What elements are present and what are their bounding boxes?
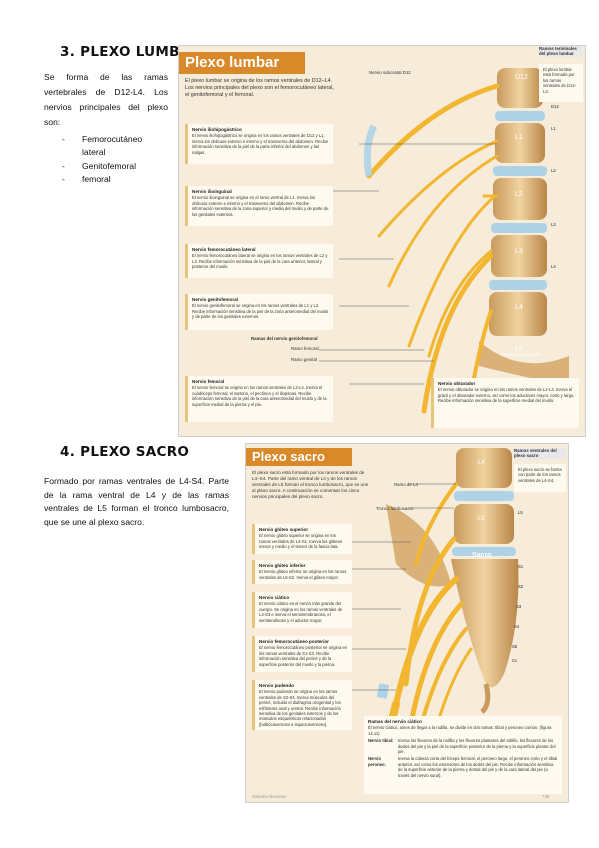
sacral-plexus-figure: Plexo sacro El plexo sacro está formado … [245, 443, 569, 803]
psoas-label: Psoas seleccionado [501, 352, 541, 357]
section3-body: Se forma de las ramas vertebrales de D12… [44, 72, 168, 127]
list-item: -Femorocutáneo lateral [62, 134, 143, 157]
nerve-list: -Femorocutáneo lateral -Genitofemoral -f… [62, 133, 172, 193]
side-text: El plexo sacro se forma con parte de los… [514, 464, 566, 492]
footer-right: 749 [542, 794, 550, 799]
genito-branch-femoral: Ramo femoral [291, 346, 319, 351]
vert-label: L5 [515, 346, 523, 353]
root-label: L3 [551, 222, 556, 227]
sacro-label: Sacro [472, 552, 492, 559]
root-label: L5 [518, 510, 523, 515]
vert-label: L5 [478, 516, 485, 522]
vert-label: L1 [515, 134, 523, 141]
ciatico-branches-box: Ramas del nervio ciático El nervio ciáti… [364, 716, 562, 794]
genito-branch-genital: Ramo genital [291, 357, 317, 362]
subcostal-label: Nervio subcostal D12 [369, 70, 411, 75]
figure-intro: El plexo lumbar se origina de los ramos … [185, 78, 334, 98]
lumbar-illustration [239, 68, 569, 414]
vert-label: L4 [515, 304, 523, 311]
figure-title: Plexo lumbar [179, 52, 305, 74]
root-label: S4 [514, 624, 520, 629]
root-label: S2 [518, 584, 524, 589]
section4-body: Formado por ramas ventrales de L4-S4. Pa… [44, 476, 229, 527]
vert-label: D12 [515, 74, 528, 81]
lumbar-plexus-figure: Plexo lumbar El plexo lumbar se origina … [178, 45, 586, 437]
footer-left: Sistema Nervioso [252, 794, 287, 799]
root-label: L1 [551, 126, 556, 131]
vert-label: L3 [515, 248, 523, 255]
side-title: Ramos terminales del plexo lumbar [539, 46, 583, 57]
root-label: L2 [551, 168, 556, 173]
section3-heading: 3. PLEXO LUMBAR [60, 44, 202, 60]
vertebral-column [479, 68, 569, 386]
ramo-l4-label: Ramo de L4 [394, 482, 418, 487]
root-label: S1 [518, 564, 524, 569]
figure-intro: El plexo sacro está formado por los ramo… [252, 470, 369, 499]
nerves [366, 83, 500, 414]
root-label: Cc [512, 658, 518, 663]
root-label: S3 [516, 604, 522, 609]
tronco-lumbosacro-label: Tronco lumbosacro [376, 506, 414, 511]
section4-heading: 4. PLEXO SACRO [60, 444, 190, 460]
side-text: El plexo lumbar está formado por los ram… [539, 64, 583, 102]
root-label: L4 [551, 264, 556, 269]
vert-label: L2 [515, 191, 523, 198]
figure-title: Plexo sacro [246, 448, 352, 466]
root-label: D12 [551, 104, 559, 109]
root-label: S5 [512, 644, 518, 649]
vert-label: L4 [478, 460, 485, 466]
table-row: Nervio peroneo: Inerva la cabeza corta d… [368, 756, 558, 778]
list-item: -femoral [62, 174, 111, 184]
genito-branches-title: Ramas del nervio genitofemoral [251, 336, 318, 341]
table-row: Nervio tibial: Inerva los flexores de la… [368, 738, 556, 755]
list-item: -Genitofemoral [62, 161, 136, 171]
side-title: Ramos ventrales del plexo sacro [514, 448, 566, 459]
